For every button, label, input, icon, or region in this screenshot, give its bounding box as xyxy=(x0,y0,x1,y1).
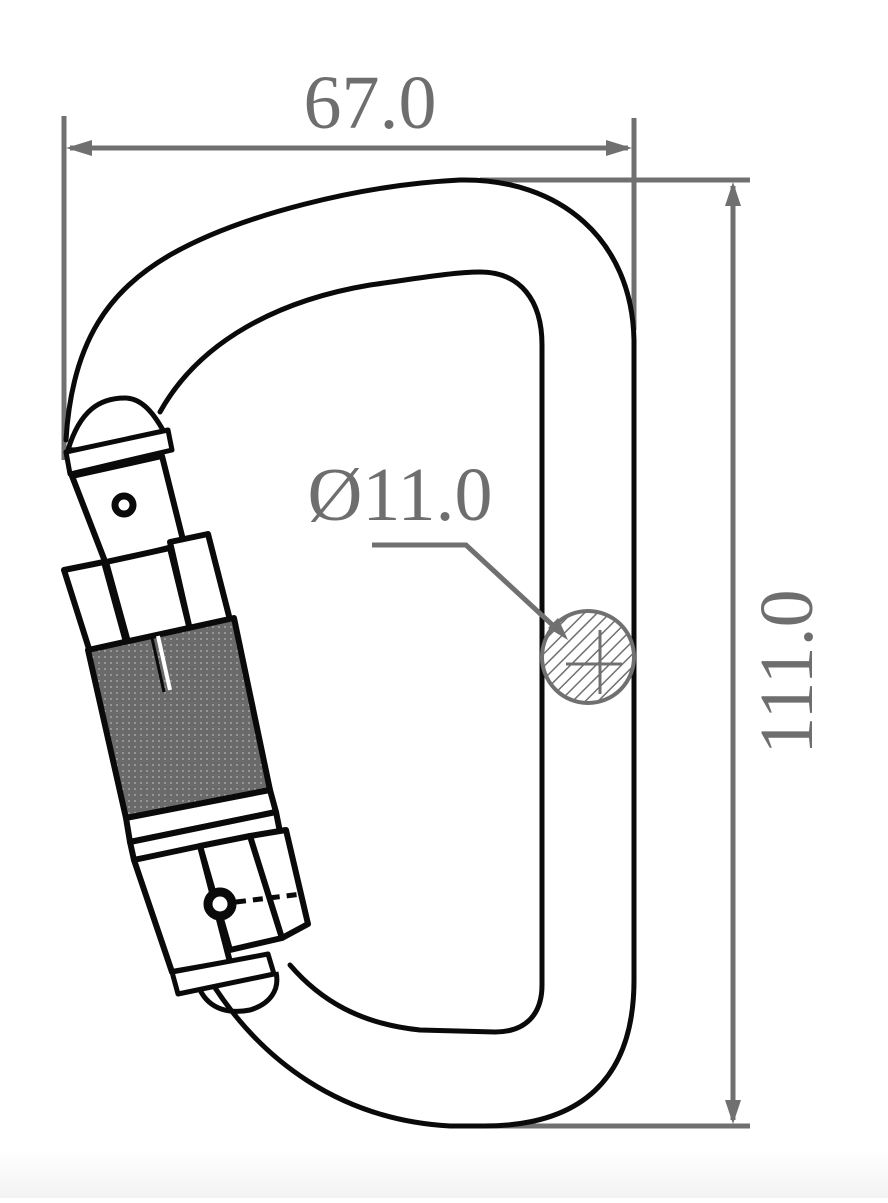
gate-assembly xyxy=(61,395,311,1014)
lower-pin-icon xyxy=(203,887,237,921)
height-label: 111.0 xyxy=(745,589,829,754)
carabiner-body xyxy=(63,177,637,1129)
bottom-shadow xyxy=(0,1150,888,1198)
width-label: 67.0 xyxy=(304,61,437,145)
height-dimension: 111.0 xyxy=(480,177,829,1129)
width-dimension: 67.0 xyxy=(61,61,637,460)
diameter-callout: Ø11.0 xyxy=(307,453,636,705)
upper-pin-icon xyxy=(111,492,137,518)
diameter-label: Ø11.0 xyxy=(307,453,492,537)
